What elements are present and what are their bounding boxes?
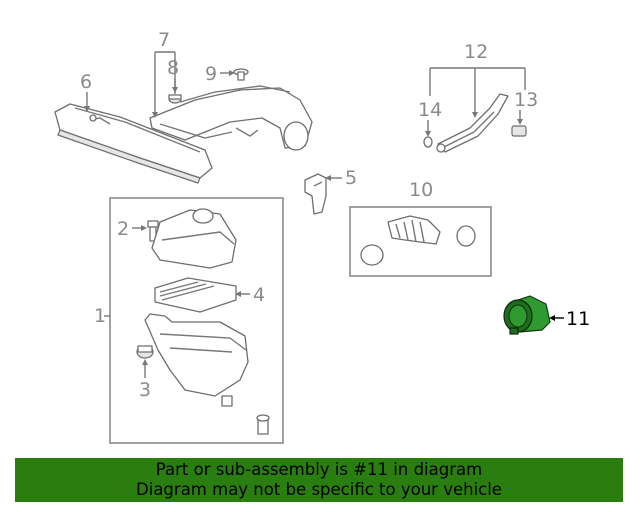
part-9-clip[interactable] bbox=[233, 68, 249, 81]
callout-2: 2 bbox=[117, 218, 147, 240]
callout-6: 6 bbox=[80, 71, 92, 112]
part-10-intake-hose[interactable] bbox=[360, 215, 476, 266]
part-11-highlighted[interactable] bbox=[503, 295, 551, 335]
callout-1: 1 bbox=[94, 305, 110, 327]
assembly-1-box bbox=[109, 197, 284, 444]
svg-text:13: 13 bbox=[514, 89, 538, 111]
parts-diagram: 6 7 8 9 5 bbox=[54, 29, 590, 444]
svg-text:2: 2 bbox=[117, 218, 129, 240]
part-air-cleaner-case[interactable] bbox=[144, 313, 249, 407]
part-8-grommet[interactable] bbox=[168, 94, 182, 104]
callout-11: 11 bbox=[549, 308, 590, 330]
part-3-mount[interactable] bbox=[136, 345, 154, 359]
callout-8: 8 bbox=[167, 57, 179, 93]
banner-line-2: Diagram may not be specific to your vehi… bbox=[136, 480, 502, 499]
svg-text:7: 7 bbox=[158, 29, 170, 51]
callout-13: 13 bbox=[514, 89, 538, 125]
part-12-breather-hose[interactable] bbox=[436, 93, 509, 153]
part-13-connector[interactable] bbox=[511, 125, 527, 137]
banner-line-1: Part or sub-assembly is #11 in diagram bbox=[155, 460, 483, 479]
part-7-intake-duct[interactable] bbox=[149, 85, 313, 151]
svg-text:12: 12 bbox=[464, 41, 488, 63]
part-14-clamp[interactable] bbox=[423, 136, 433, 148]
svg-text:5: 5 bbox=[345, 167, 357, 189]
info-banner: Part or sub-assembly is #11 in diagram D… bbox=[15, 458, 623, 502]
svg-text:9: 9 bbox=[205, 63, 217, 85]
callout-5: 5 bbox=[325, 167, 357, 189]
callout-12: 12 bbox=[429, 41, 526, 118]
callout-14: 14 bbox=[418, 99, 442, 137]
part-clip-lower[interactable] bbox=[256, 414, 270, 435]
part-air-cleaner-cover[interactable] bbox=[151, 208, 237, 269]
svg-text:1: 1 bbox=[94, 305, 106, 327]
callout-10: 10 bbox=[409, 179, 433, 201]
svg-text:10: 10 bbox=[409, 179, 433, 201]
svg-text:6: 6 bbox=[80, 71, 92, 93]
kit-10-box bbox=[349, 206, 492, 277]
svg-text:8: 8 bbox=[167, 57, 179, 79]
svg-text:4: 4 bbox=[253, 284, 265, 306]
svg-text:14: 14 bbox=[418, 99, 442, 121]
callout-4: 4 bbox=[235, 284, 265, 306]
svg-text:11: 11 bbox=[566, 308, 590, 330]
callout-9: 9 bbox=[205, 63, 235, 85]
part-5-bracket[interactable] bbox=[304, 173, 327, 215]
svg-text:3: 3 bbox=[139, 379, 151, 401]
callout-3: 3 bbox=[139, 359, 151, 401]
part-4-filter-element[interactable] bbox=[154, 277, 237, 313]
